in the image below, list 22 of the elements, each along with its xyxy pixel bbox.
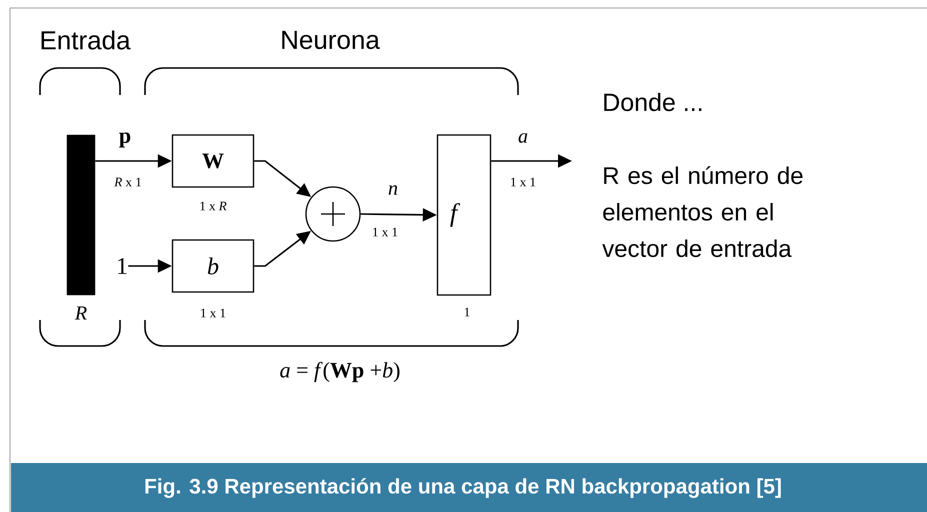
block-box: f	[436, 134, 492, 296]
note-text: R es el número de elementos en el vector de entrada	[602, 166, 803, 258]
input-text: 1	[118, 258, 127, 274]
input-bar	[66, 134, 96, 296]
edge-label: p	[119, 132, 130, 148]
dimension-label: R x 1	[114, 178, 141, 186]
edge-label: n	[388, 185, 398, 195]
heading: Entrada	[42, 30, 131, 50]
note-text: Donde ...	[604, 92, 702, 112]
dimension-label: R	[74, 306, 87, 320]
summing-junction	[305, 186, 361, 242]
block-box: W	[172, 134, 254, 188]
caption-bar: Fig. 3.9 Representación de una capa de RN backpropagation [5]	[11, 463, 927, 512]
dimension-label: 1	[464, 308, 470, 316]
dimension-label: 1 x 1	[511, 178, 536, 186]
dimension-label: 1 x 1	[373, 228, 398, 236]
heading: Neurona	[282, 30, 380, 50]
equation: a = f(Wp +b)	[280, 362, 400, 382]
dimension-label: 1 x R	[200, 202, 227, 210]
dimension-label: 1 x 1	[201, 308, 226, 318]
block-box: b	[172, 239, 254, 293]
edge-label: a	[518, 133, 528, 143]
